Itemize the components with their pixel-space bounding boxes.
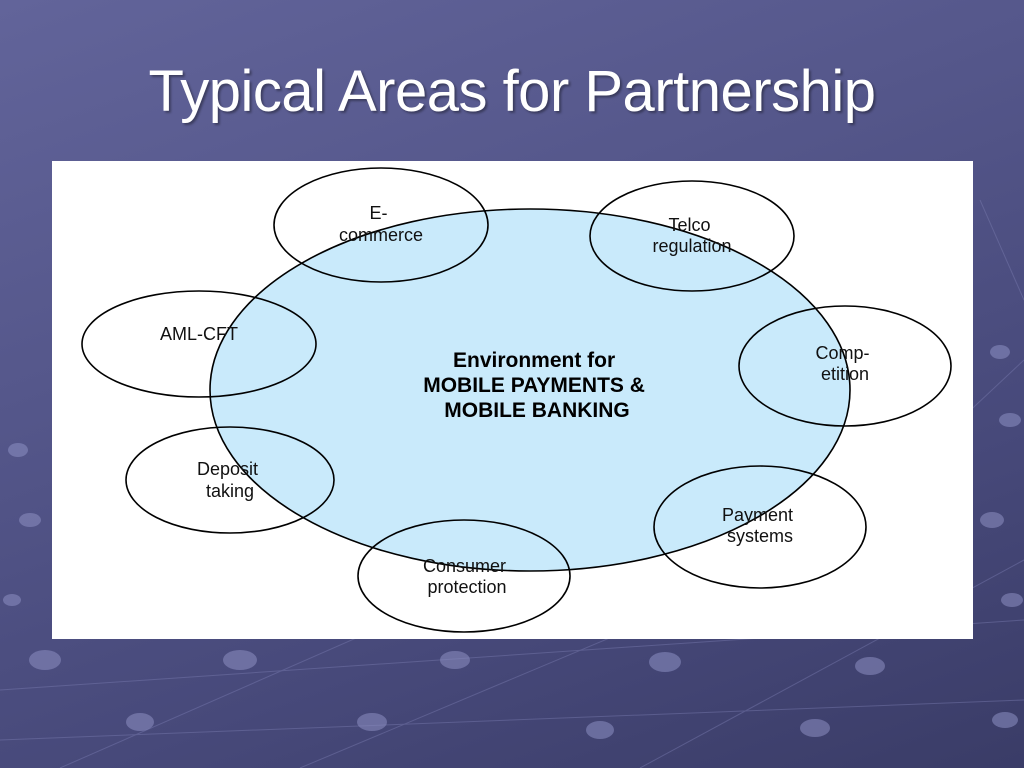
node-deposit-taking-label: Deposit taking [197,459,263,501]
node-deposit-taking: Deposit taking [125,426,335,534]
node-competition-circle [738,305,952,427]
node-telco-regulation-circle [589,180,795,292]
node-payment-systems-circle [653,465,867,589]
node-telco-regulation-label: Telco regulation [652,215,731,256]
node-ecommerce-circle [273,167,489,283]
node-aml-cft-circle [81,290,317,398]
partnership-diagram: Environment for MOBILE PAYMENTS & MOBILE… [81,167,952,633]
node-payment-systems-label: Payment systems [722,505,798,546]
node-telco-regulation: Telco regulation [589,180,795,292]
node-ecommerce: E- commerce [273,167,489,283]
center-label-line-2: MOBILE PAYMENTS & [423,374,645,397]
node-competition-label: Comp- etition [815,343,874,384]
node-ecommerce-label: E- commerce [339,203,423,245]
center-label-line-1: Environment for [453,349,615,372]
diagram-panel: Environment for MOBILE PAYMENTS & MOBILE… [52,161,973,639]
node-aml-cft-label: AML-CFT [160,324,238,344]
node-consumer-protection-label: Consumer protection [423,556,511,597]
node-deposit-taking-circle [125,426,335,534]
center-label: Environment for MOBILE PAYMENTS & MOBILE… [423,349,651,422]
slide-title: Typical Areas for Partnership [148,59,876,124]
node-competition: Comp- etition [738,305,952,427]
node-consumer-protection: Consumer protection [357,519,571,633]
center-label-line-3: MOBILE BANKING [444,399,630,422]
node-consumer-protection-circle [357,519,571,633]
node-payment-systems: Payment systems [653,465,867,589]
node-aml-cft: AML-CFT [81,290,317,398]
